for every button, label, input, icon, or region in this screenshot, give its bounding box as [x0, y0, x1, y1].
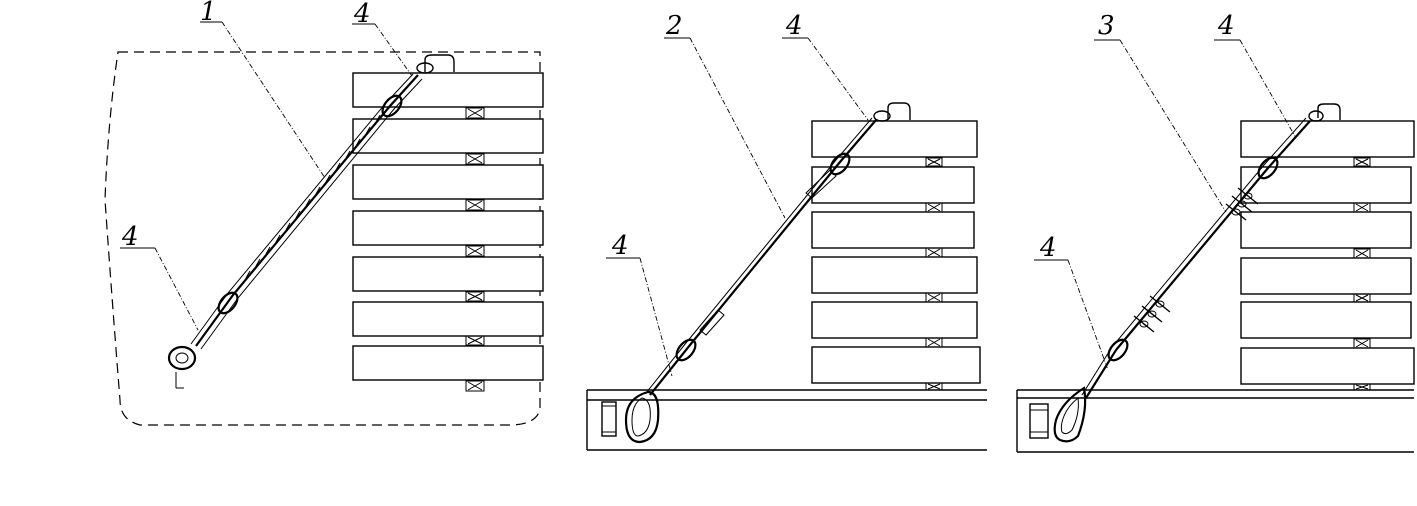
eye-bottom [624, 390, 660, 444]
leader-4-bottom [1067, 259, 1109, 371]
cargo-stack [811, 120, 981, 391]
deck [1016, 389, 1414, 453]
eye-bottom [1053, 386, 1087, 443]
leader-3 [1119, 39, 1227, 213]
label-eye-bottom: 4 [1039, 233, 1057, 263]
label-eye-top: 4 [353, 0, 371, 29]
leader-4-top [374, 23, 413, 77]
label-lashing: 1 [200, 0, 217, 27]
cargo-stack [352, 72, 544, 392]
label-eye-bottom: 4 [611, 231, 629, 261]
deck [586, 389, 987, 451]
top-hook [887, 102, 911, 120]
leader-2 [689, 37, 786, 219]
eye-splice-middle [1107, 338, 1129, 362]
label-lashing: 3 [1098, 11, 1115, 41]
label-eye-bottom: 4 [121, 222, 139, 252]
eye-splice-middle [675, 338, 697, 362]
eye-bottom [167, 345, 197, 371]
deck-outline [104, 51, 541, 426]
eye-splice-top [829, 152, 851, 176]
cargo-stack [1240, 120, 1415, 391]
lashing-rope [190, 73, 423, 350]
label-eye-top: 4 [785, 11, 803, 41]
label-eye-top: 4 [1217, 11, 1235, 41]
leader-4-top [807, 37, 869, 121]
top-hook [1317, 103, 1341, 120]
label-lashing: 2 [665, 11, 683, 41]
wire-clamps [1133, 187, 1259, 333]
figure-c: 3 4 4 [1016, 11, 1415, 453]
eye-splice-middle [217, 291, 239, 315]
eye-splice-top [1257, 156, 1279, 180]
shackle [416, 62, 434, 74]
leader-1 [221, 21, 326, 179]
figure-a: 1 4 4 [104, 0, 544, 426]
top-hook [424, 54, 455, 72]
leader-4-bottom [639, 257, 673, 377]
leader-4-top [1239, 39, 1297, 139]
lashing-wire [1081, 117, 1311, 399]
eye-splice-top [381, 94, 403, 118]
leader-4-bottom [154, 247, 199, 331]
figure-b: 2 4 4 [586, 11, 987, 451]
